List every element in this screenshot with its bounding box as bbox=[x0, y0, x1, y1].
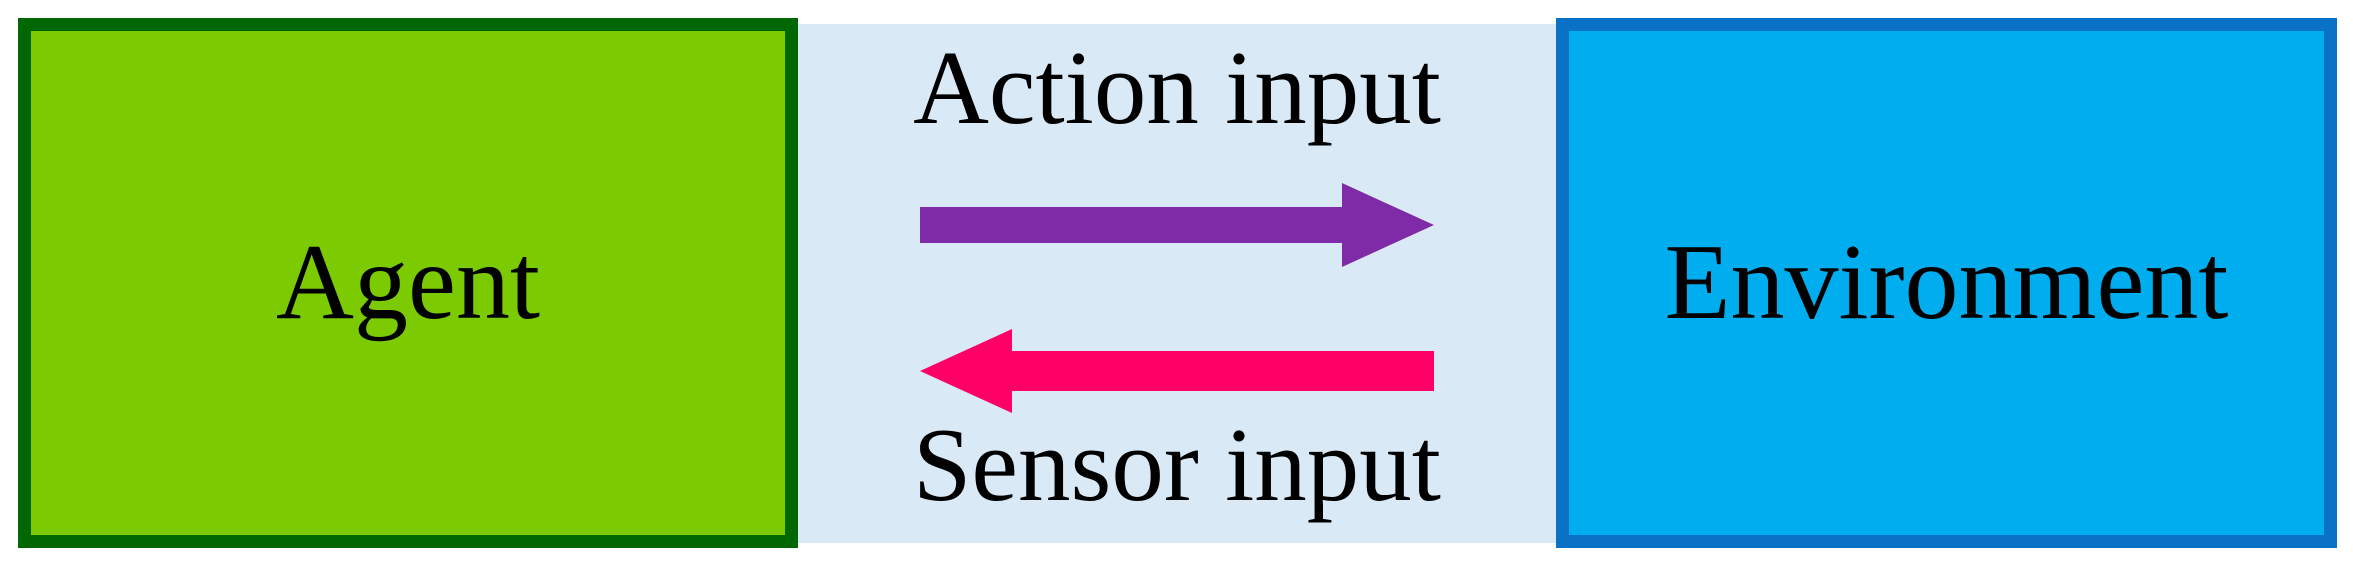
environment-box: Environment bbox=[1556, 18, 2337, 548]
action-input-label: Action input bbox=[913, 29, 1441, 146]
agent-label: Agent bbox=[276, 223, 540, 342]
agent-box: Agent bbox=[18, 18, 798, 548]
io-channel-panel: Action input Sensor input bbox=[798, 24, 1556, 543]
arrow-right-shape bbox=[920, 183, 1434, 267]
sensor-input-label: Sensor input bbox=[913, 406, 1441, 523]
arrow-right-icon bbox=[920, 183, 1434, 267]
environment-label: Environment bbox=[1664, 223, 2229, 342]
arrow-left-shape bbox=[920, 329, 1434, 413]
arrow-left-icon bbox=[920, 329, 1434, 413]
